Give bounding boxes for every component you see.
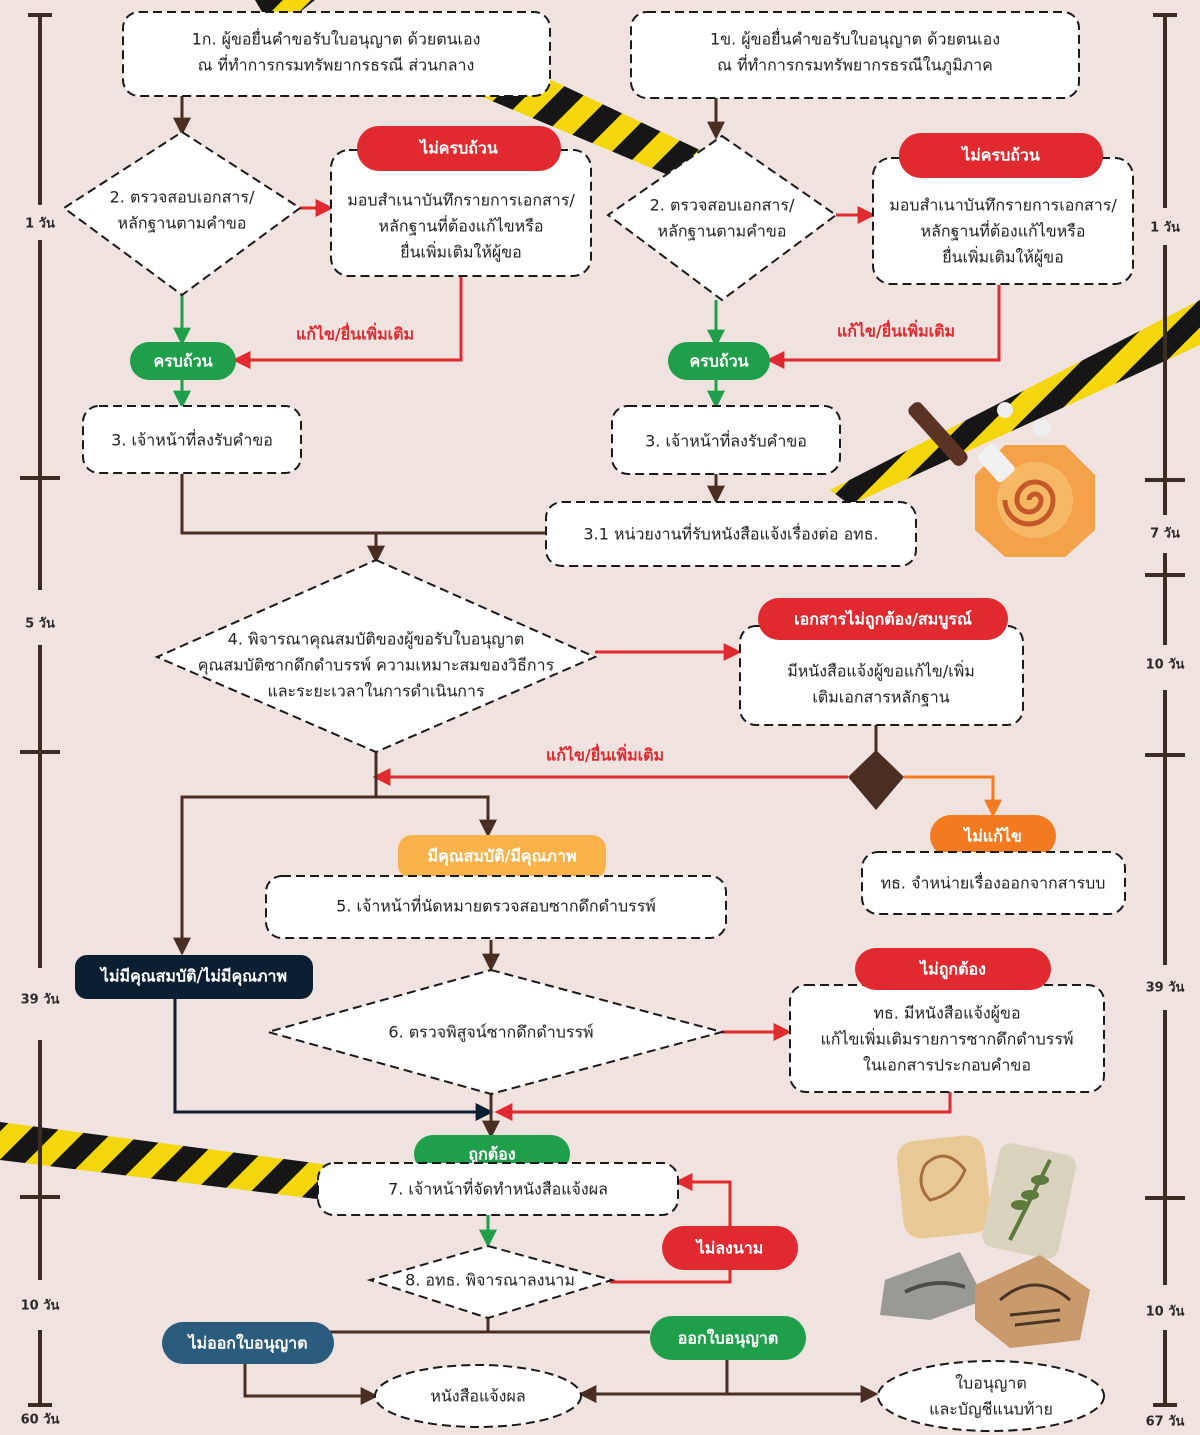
notify-fix-line1: มีหนังสือแจ้งผู้ขอแก้ไข/เพิ่ม	[787, 660, 975, 682]
time-left-4: 10 วัน	[21, 1299, 60, 1314]
notify-6-line2: แก้ไขเพิ่มเติมรายการซากดึกดำบรรพ์	[820, 1028, 1073, 1049]
step-3-1-box: 3.1 หน่วยงานที่รับหนังสือแจ้งเรื่องต่อ อ…	[545, 501, 917, 567]
badge-qualified: มีคุณสมบัติ/มีคุณภาพ	[398, 835, 606, 879]
timeline-right	[1145, 13, 1185, 1407]
badge-not-signed-text: ไม่ลงนาม	[695, 1239, 764, 1258]
badge-complete-b-text: ครบถ้วน	[689, 352, 748, 371]
result-letter-terminal: หนังสือแจ้งผล	[374, 1364, 582, 1428]
step-4-decision: 4. พิจารณาคุณสมบัติของผู้ขอรับใบอนุญาต ค…	[154, 558, 598, 754]
result-letter-text: หนังสือแจ้งผล	[430, 1387, 525, 1406]
time-right-6: 67 วัน	[1146, 1415, 1185, 1430]
step-2a-decision: 2. ตรวจสอบเอกสาร/ หลักฐานตามคำขอ	[62, 130, 302, 297]
license-terminal: ใบอนุญาต และบัญชีแนบท้าย	[877, 1360, 1105, 1432]
memo-b-box: มอบสำเนาบันทึกรายการเอกสาร/ หลักฐานที่ต้…	[872, 157, 1134, 285]
badge-not-fixed: ไม่แก้ไข	[930, 815, 1056, 857]
step-5-text: 5. เจ้าหน้าที่นัดหมายตรวจสอบซากดึกดำบรรพ…	[336, 895, 656, 916]
step-3a-box: 3. เจ้าหน้าที่ลงรับคำขอ	[82, 405, 302, 474]
label-fix-submit-a: แก้ไข/ยื่นเพิ่มเติม	[296, 323, 414, 344]
step-6-decision: 6. ตรวจพิสูจน์ซากดึกดำบรรพ์	[264, 968, 726, 1096]
badge-not-fixed-text: ไม่แก้ไข	[962, 827, 1022, 846]
label-fix-submit-c: แก้ไข/ยื่นเพิ่มเติม	[546, 744, 664, 765]
time-left-5: 60 วัน	[21, 1413, 60, 1428]
memo-a-line2: หลักฐานที่ต้องแก้ไขหรือ	[379, 215, 544, 236]
memo-a-line3: ยื่นเพิ่มเติมให้ผู้ขอ	[400, 241, 522, 263]
step-2b-line2: หลักฐานตามคำขอ	[658, 222, 787, 241]
time-right-2: 7 วัน	[1150, 527, 1180, 542]
notify-6-box: ทธ. มีหนังสือแจ้งผู้ขอ แก้ไขเพิ่มเติมราย…	[789, 984, 1105, 1093]
badge-incorrect-text: ไม่ถูกต้อง	[918, 960, 986, 981]
step-4-line1: 4. พิจารณาคุณสมบัติของผู้ขอรับใบอนุญาต	[228, 630, 525, 650]
step-4-line2: คุณสมบัติซากดึกดำบรรพ์ ความเหมาะสมของวิธ…	[198, 656, 555, 676]
memo-b-line2: หลักฐานที่ต้องแก้ไขหรือ	[921, 220, 1086, 241]
step-1a-box: 1ก. ผู้ขอยื่นคำขอรับใบอนุญาต ด้วยตนเอง ณ…	[122, 11, 551, 97]
time-left-3: 39 วัน	[21, 993, 60, 1008]
fossil-slabs-icon	[880, 1135, 1090, 1348]
hazard-tape-decoration	[0, 0, 1200, 1200]
badge-incorrect: ไม่ถูกต้อง	[855, 948, 1051, 990]
step-3a-text: 3. เจ้าหน้าที่ลงรับคำขอ	[111, 429, 273, 450]
time-left-2: 5 วัน	[25, 617, 55, 632]
step-2a-line1: 2. ตรวจสอบเอกสาร/	[110, 188, 255, 207]
badge-not-signed: ไม่ลงนาม	[662, 1226, 798, 1270]
badge-unqualified: ไม่มีคุณสมบัติ/ไม่มีคุณภาพ	[75, 955, 313, 999]
step-2a-line2: หลักฐานตามคำขอ	[118, 214, 247, 233]
badge-issue-license: ออกใบอนุญาต	[650, 1316, 806, 1360]
timeline-left	[20, 13, 60, 1407]
badge-complete-b: ครบถ้วน	[668, 342, 770, 380]
dismiss-box: ทธ. จำหน่ายเรื่องออกจากสารบบ	[861, 851, 1126, 915]
step-1b-line2: ณ ที่ทำการกรมทรัพยากรธรณีในภูมิภาค	[717, 54, 993, 76]
notify-fix-box: มีหนังสือแจ้งผู้ขอแก้ไข/เพิ่ม เติมเอกสาร…	[739, 625, 1024, 726]
flow-edges	[173, 96, 1002, 1405]
step-7-box: 7. เจ้าหน้าที่จัดทำหนังสือแจ้งผล	[317, 1162, 679, 1216]
merge-diamond	[848, 750, 904, 810]
notify-6-line1: ทธ. มีหนังสือแจ้งผู้ขอ	[873, 1004, 1020, 1024]
step-7-text: 7. เจ้าหน้าที่จัดทำหนังสือแจ้งผล	[388, 1178, 608, 1199]
fossil-brush-icon	[908, 402, 1095, 557]
badge-no-license: ไม่ออกใบอนุญาต	[162, 1322, 334, 1364]
time-right-3: 10 วัน	[1146, 658, 1185, 673]
step-3-1-text: 3.1 หน่วยงานที่รับหนังสือแจ้งเรื่องต่อ อ…	[583, 523, 878, 544]
time-right-5: 10 วัน	[1146, 1305, 1185, 1320]
step-8-text: 8. อทธ. พิจารณาลงนาม	[405, 1271, 575, 1290]
badge-incomplete-b: ไม่ครบถ้วน	[899, 133, 1103, 178]
badge-complete-a: ครบถ้วน	[130, 342, 236, 380]
step-8-decision: 8. อทธ. พิจารณาลงนาม	[366, 1244, 616, 1320]
memo-b-line3: ยื่นเพิ่มเติมให้ผู้ขอ	[942, 246, 1064, 268]
step-2b-decision: 2. ตรวจสอบเอกสาร/ หลักฐานตามคำขอ	[606, 134, 838, 302]
badge-unqualified-text: ไม่มีคุณสมบัติ/ไม่มีคุณภาพ	[99, 967, 287, 987]
time-right-1: 1 วัน	[1150, 221, 1180, 236]
badge-incomplete-a: ไม่ครบถ้วน	[357, 126, 561, 171]
license-line2: และบัญชีแนบท้าย	[929, 1400, 1053, 1419]
time-right-4: 39 วัน	[1146, 981, 1185, 996]
time-left-1: 1 วัน	[25, 217, 55, 232]
license-line1: ใบอนุญาต	[955, 1374, 1027, 1394]
step-5-box: 5. เจ้าหน้าที่นัดหมายตรวจสอบซากดึกดำบรรพ…	[265, 875, 727, 939]
step-4-line3: และระยะเวลาในการดำเนินการ	[267, 682, 485, 701]
badge-incomplete-b-text: ไม่ครบถ้วน	[960, 146, 1040, 165]
step-1a-line1: 1ก. ผู้ขอยื่นคำขอรับใบอนุญาต ด้วยตนเอง	[192, 28, 481, 50]
badge-correct-text: ถูกต้อง	[468, 1145, 515, 1166]
badge-qualified-text: มีคุณสมบัติ/มีคุณภาพ	[428, 847, 577, 867]
badge-issue-license-text: ออกใบอนุญาต	[678, 1329, 778, 1349]
notify-6-line3: ในเอกสารประกอบคำขอ	[863, 1056, 1031, 1075]
notify-fix-line2: เติมเอกสารหลักฐาน	[812, 688, 949, 707]
memo-a-line1: มอบสำเนาบันทึกรายการเอกสาร/	[347, 191, 575, 210]
step-3b-box: 3. เจ้าหน้าที่ลงรับคำขอ	[611, 405, 841, 475]
label-fix-submit-b: แก้ไข/ยื่นเพิ่มเติม	[837, 320, 955, 341]
memo-b-line1: มอบสำเนาบันทึกรายการเอกสาร/	[889, 196, 1117, 215]
step-3b-text: 3. เจ้าหน้าที่ลงรับคำขอ	[645, 430, 807, 451]
step-1b-line1: 1ข. ผู้ขอยื่นคำขอรับใบอนุญาต ด้วยตนเอง	[710, 28, 1000, 50]
step-2b-line1: 2. ตรวจสอบเอกสาร/	[650, 196, 795, 215]
step-1a-line2: ณ ที่ทำการกรมทรัพยากรธรณี ส่วนกลาง	[198, 54, 475, 75]
step-6-text: 6. ตรวจพิสูจน์ซากดึกดำบรรพ์	[388, 1023, 593, 1043]
badge-incomplete-a-text: ไม่ครบถ้วน	[418, 139, 498, 158]
badge-no-license-text: ไม่ออกใบอนุญาต	[186, 1334, 307, 1354]
badge-docs-invalid-text: เอกสารไม่ถูกต้อง/สมบูรณ์	[794, 610, 972, 631]
step-1b-box: 1ข. ผู้ขอยื่นคำขอรับใบอนุญาต ด้วยตนเอง ณ…	[630, 11, 1080, 99]
badge-complete-a-text: ครบถ้วน	[153, 352, 212, 371]
badge-docs-invalid: เอกสารไม่ถูกต้อง/สมบูรณ์	[758, 598, 1008, 640]
dismiss-text: ทธ. จำหน่ายเรื่องออกจากสารบบ	[881, 872, 1106, 893]
